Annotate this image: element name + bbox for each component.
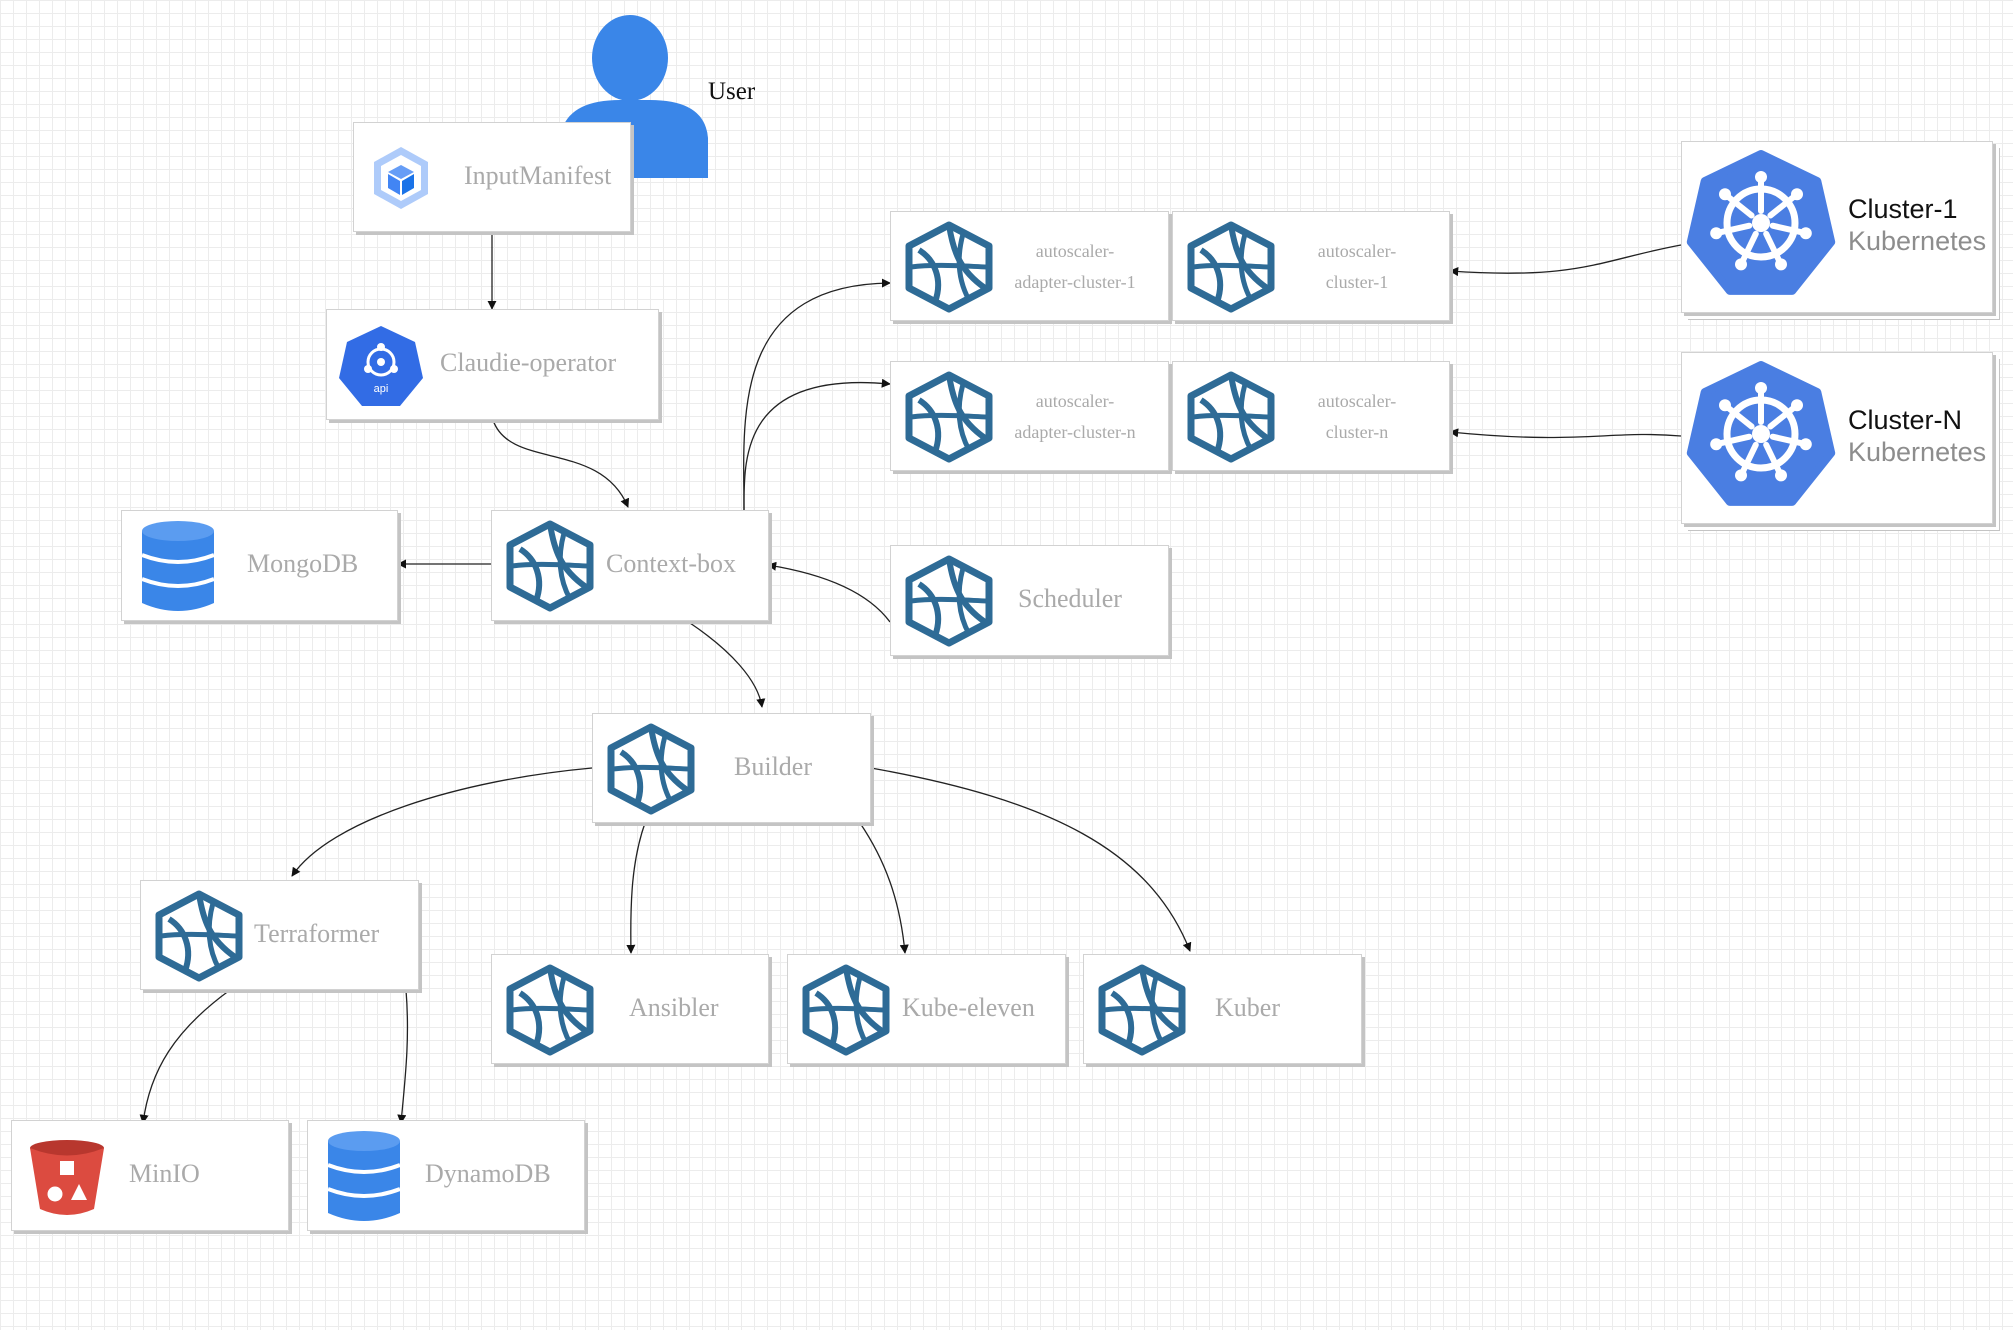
service-hex-icon bbox=[905, 554, 993, 653]
edge-contextbox-to-adapter-1 bbox=[743, 278, 891, 511]
ansibler-node[interactable]: Ansibler bbox=[491, 954, 769, 1064]
edge-builder-to-ansibler bbox=[626, 822, 646, 954]
claudie-operator-node[interactable]: api Claudie-operator bbox=[326, 309, 659, 420]
mongodb-label: MongoDB bbox=[247, 549, 359, 578]
input-manifest-node[interactable]: InputManifest bbox=[353, 122, 631, 232]
cluster-n-node[interactable]: Cluster-N Kubernetes bbox=[1681, 352, 1993, 524]
kube-eleven-node[interactable]: Kube-eleven bbox=[787, 954, 1066, 1064]
service-hex-icon bbox=[155, 889, 243, 988]
autoscaler-adapter-cluster-n-line1: autoscaler- bbox=[1035, 391, 1115, 411]
dynamodb-node[interactable]: DynamoDB bbox=[307, 1120, 585, 1231]
builder-label: Builder bbox=[734, 752, 812, 781]
service-hex-icon bbox=[506, 963, 594, 1062]
edge-cluster1-to-autoscaler-1 bbox=[1449, 244, 1682, 277]
user-label: User bbox=[708, 78, 756, 105]
autoscaler-adapter-cluster-1-line2: adapter-cluster-1 bbox=[1014, 272, 1136, 292]
cluster-1-subtitle: Kubernetes bbox=[1848, 226, 1987, 256]
edge-contextbox-to-builder bbox=[689, 622, 766, 708]
autoscaler-cluster-n-line1: autoscaler- bbox=[1317, 391, 1397, 411]
claudie-operator-label: Claudie-operator bbox=[440, 348, 617, 377]
edge-contextbox-to-adapter-n bbox=[743, 378, 891, 511]
kube-eleven-label: Kube-eleven bbox=[902, 993, 1035, 1022]
cluster-1-title: Cluster-1 bbox=[1848, 194, 1958, 224]
autoscaler-adapter-cluster-1-line1: autoscaler- bbox=[1035, 241, 1115, 261]
edge-builder-to-kuber bbox=[870, 767, 1192, 952]
edge-terraformer-to-minio bbox=[139, 989, 231, 1124]
dynamodb-label: DynamoDB bbox=[425, 1159, 551, 1188]
service-hex-icon bbox=[1187, 370, 1275, 469]
edge-scheduler-to-contextbox bbox=[767, 561, 891, 623]
api-icon-text: api bbox=[374, 383, 389, 395]
input-manifest-label: InputManifest bbox=[464, 161, 612, 190]
context-box-label: Context-box bbox=[606, 549, 736, 578]
kubernetes-api-icon: api bbox=[337, 322, 425, 415]
terraformer-node[interactable]: Terraformer bbox=[140, 880, 419, 990]
minio-label: MinIO bbox=[129, 1159, 200, 1188]
database-icon bbox=[326, 1129, 402, 1230]
mongodb-node[interactable]: MongoDB bbox=[121, 510, 398, 621]
terraformer-label: Terraformer bbox=[254, 919, 380, 948]
service-hex-icon bbox=[802, 963, 890, 1062]
service-hex-icon bbox=[905, 370, 993, 469]
autoscaler-cluster-1-line1: autoscaler- bbox=[1317, 241, 1397, 261]
kubernetes-wheel-icon bbox=[1686, 359, 1836, 520]
edge-clustern-to-autoscaler-n bbox=[1449, 428, 1682, 439]
autoscaler-cluster-1-line2: cluster-1 bbox=[1325, 272, 1389, 292]
kuber-label: Kuber bbox=[1215, 993, 1280, 1022]
scheduler-node[interactable]: Scheduler bbox=[890, 545, 1169, 656]
service-hex-icon bbox=[506, 519, 594, 618]
cube-icon bbox=[370, 145, 432, 216]
service-hex-icon bbox=[1187, 220, 1275, 319]
autoscaler-cluster-n-line2: cluster-n bbox=[1325, 422, 1389, 442]
cluster-n-subtitle: Kubernetes bbox=[1848, 437, 1987, 467]
service-hex-icon bbox=[905, 220, 993, 319]
scheduler-label: Scheduler bbox=[1018, 584, 1122, 613]
autoscaler-adapter-cluster-1-node[interactable]: autoscaler- adapter-cluster-1 bbox=[890, 211, 1169, 321]
autoscaler-cluster-n-node[interactable]: autoscaler- cluster-n bbox=[1172, 361, 1450, 471]
context-box-node[interactable]: Context-box bbox=[491, 510, 769, 621]
edge-builder-to-terraformer bbox=[291, 767, 593, 877]
edge-builder-to-kubeeleven bbox=[859, 822, 909, 954]
service-hex-icon bbox=[1098, 963, 1186, 1062]
cluster-n-title: Cluster-N bbox=[1848, 405, 1963, 435]
bucket-icon bbox=[28, 1139, 106, 1222]
autoscaler-adapter-cluster-n-node[interactable]: autoscaler- adapter-cluster-n bbox=[890, 361, 1169, 471]
edge-operator-to-contextbox bbox=[492, 419, 630, 508]
autoscaler-adapter-cluster-n-line2: adapter-cluster-n bbox=[1014, 422, 1136, 442]
autoscaler-cluster-1-node[interactable]: autoscaler- cluster-1 bbox=[1172, 211, 1450, 321]
cluster-1-node[interactable]: Cluster-1 Kubernetes bbox=[1681, 141, 1993, 313]
edge-terraformer-to-dynamodb bbox=[397, 989, 409, 1124]
ansibler-label: Ansibler bbox=[629, 993, 719, 1022]
builder-node[interactable]: Builder bbox=[592, 713, 871, 823]
service-hex-icon bbox=[607, 722, 695, 821]
minio-node[interactable]: MinIO bbox=[11, 1120, 289, 1231]
kuber-node[interactable]: Kuber bbox=[1083, 954, 1362, 1064]
kubernetes-wheel-icon bbox=[1686, 148, 1836, 309]
database-icon bbox=[140, 519, 216, 620]
